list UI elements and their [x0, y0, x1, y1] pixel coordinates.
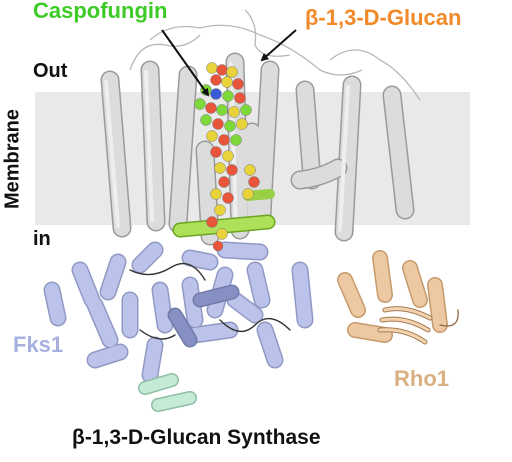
out-label: Out — [33, 60, 68, 82]
rho1-label: Rho1 — [394, 366, 449, 391]
glucan-arrow — [260, 29, 297, 62]
caspofungin-label: Caspofungin — [33, 0, 168, 23]
fks1-label: Fks1 — [13, 332, 64, 357]
glucan-label: β-1,3-D-Glucan — [305, 5, 462, 30]
rho1-domain — [337, 250, 459, 345]
membrane-label: Membrane — [1, 108, 24, 210]
in-label: in — [33, 228, 51, 250]
caspofungin-arrow — [161, 29, 210, 97]
teal-subdomain — [138, 373, 197, 412]
figure-title: β-1,3-D-Glucan Synthase — [72, 426, 321, 449]
fks1-cytoplasmic-domain — [43, 241, 314, 384]
transmembrane-helices — [100, 52, 415, 246]
extracellular-loops — [129, 9, 421, 101]
ligand-spheres — [194, 62, 260, 252]
